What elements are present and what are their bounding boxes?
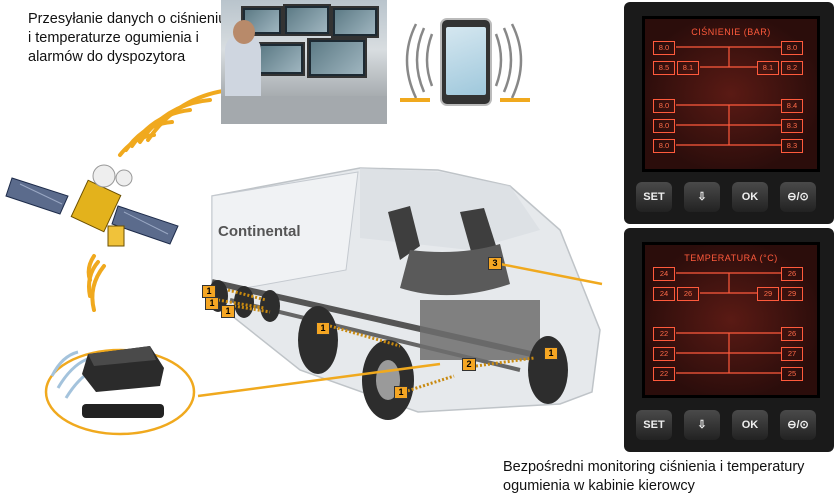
temperature-axle-lines: [676, 272, 781, 374]
signal-waves-down: [86, 254, 106, 312]
temperature-value: 24: [653, 267, 675, 281]
pressure-display-panel: CIŚNIENIE (BAR) 8.0 8.0 8.5 8.1 8.1 8.2 …: [624, 2, 834, 224]
pressure-value: 8.4: [781, 99, 803, 113]
sensor-badge: 1: [394, 386, 408, 399]
pressure-value: 8.1: [677, 61, 699, 75]
truck-icon: Continental: [208, 167, 601, 420]
temperature-value: 26: [781, 267, 803, 281]
smartphone-icon: [440, 18, 492, 106]
temperature-value: 26: [677, 287, 699, 301]
phone-base-left: [400, 98, 430, 102]
receiver-module-icon: [44, 346, 196, 436]
down-button[interactable]: ⇩: [684, 182, 720, 212]
ok-button[interactable]: OK: [732, 182, 768, 212]
temperature-value: 24: [653, 287, 675, 301]
sensor-badge: 1: [221, 305, 235, 318]
caption-dispatcher: Przesyłanie danych o ciśnieniu i tempera…: [28, 11, 227, 65]
sensor-badge: 1: [544, 347, 558, 360]
satellite-icon: [5, 164, 179, 247]
display-connector-line: [489, 260, 603, 286]
phone-base-right: [500, 98, 530, 102]
sensor-badge: 1: [316, 322, 330, 335]
pressure-value: 8.0: [653, 119, 675, 133]
pressure-value: 8.3: [781, 139, 803, 153]
pressure-value: 8.5: [653, 61, 675, 75]
mode-button[interactable]: ⊖/⊙: [780, 410, 816, 440]
receiver-badge: 2: [462, 358, 476, 371]
temperature-value: 22: [653, 327, 675, 341]
dispatcher-photo: [221, 0, 387, 124]
pressure-display-title: CIŚNIENIE (BAR): [691, 27, 771, 37]
temperature-value: 29: [781, 287, 803, 301]
signal-waves-up: [118, 88, 232, 157]
temperature-value: 22: [653, 347, 675, 361]
temperature-display-panel: TEMPERATURA (°C) 24 26 24 26 29 29 22 26…: [624, 228, 834, 452]
down-button[interactable]: ⇩: [684, 410, 720, 440]
pressure-axle-lines: [676, 46, 781, 146]
temperature-lcd: TEMPERATURA (°C) 24 26 24 26 29 29 22 26…: [642, 242, 820, 398]
pressure-value: 8.3: [781, 119, 803, 133]
pressure-value: 8.1: [757, 61, 779, 75]
sensor-badge: 1: [205, 297, 219, 310]
temperature-value: 25: [781, 367, 803, 381]
set-button[interactable]: SET: [636, 410, 672, 440]
pressure-value: 8.0: [653, 99, 675, 113]
ok-button[interactable]: OK: [732, 410, 768, 440]
temperature-value: 27: [781, 347, 803, 361]
set-button[interactable]: SET: [636, 182, 672, 212]
pressure-value: 8.0: [781, 41, 803, 55]
module-connector-line: [197, 362, 441, 398]
caption-cabin-monitoring: Bezpośredni monitoring ciśnienia i tempe…: [503, 459, 805, 494]
pressure-lcd: CIŚNIENIE (BAR) 8.0 8.0 8.5 8.1 8.1 8.2 …: [642, 16, 820, 172]
pressure-value: 8.0: [653, 41, 675, 55]
temperature-display-title: TEMPERATURA (°C): [684, 253, 778, 263]
pressure-value: 8.2: [781, 61, 803, 75]
temperature-value: 26: [781, 327, 803, 341]
temperature-value: 22: [653, 367, 675, 381]
pressure-value: 8.0: [653, 139, 675, 153]
temperature-value: 29: [757, 287, 779, 301]
truck-brand-logo: Continental: [218, 223, 301, 240]
phone-signal-waves: [405, 23, 523, 99]
display-badge: 3: [488, 257, 502, 270]
mode-button[interactable]: ⊖/⊙: [780, 182, 816, 212]
